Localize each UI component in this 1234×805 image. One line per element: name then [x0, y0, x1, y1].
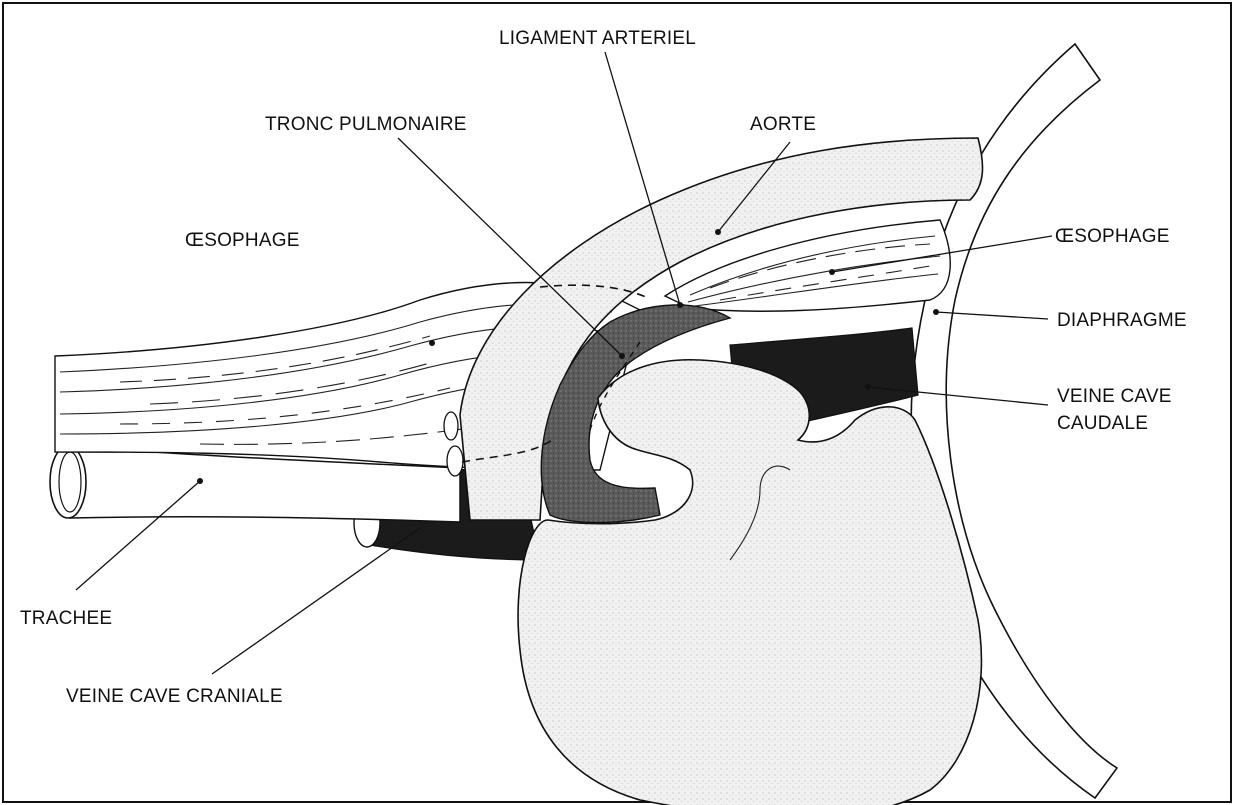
label-tronc-pulmonaire: TRONC PULMONAIRE — [265, 114, 467, 135]
aorte-cut-top — [444, 412, 458, 440]
aorte-cut-bottom — [447, 446, 463, 476]
label-veine-cave-craniale: VEINE CAVE CRANIALE — [66, 686, 283, 707]
label-ligament-arteriel: LIGAMENT ARTERIEL — [499, 28, 696, 49]
label-diaphragme: DIAPHRAGME — [1057, 310, 1187, 331]
trachee-opening-inner — [59, 452, 81, 512]
label-oesophage-left: ŒSOPHAGE — [185, 230, 300, 251]
label-oesophage-right: ŒSOPHAGE — [1055, 226, 1170, 247]
label-trachee: TRACHEE — [20, 608, 112, 629]
label-veine-cave-caudale-line1: VEINE CAVE — [1057, 386, 1172, 407]
leader-oesophage-left — [429, 340, 435, 346]
label-veine-cave-caudale-line2: CAUDALE — [1057, 413, 1148, 434]
label-aorte: AORTE — [750, 114, 816, 135]
